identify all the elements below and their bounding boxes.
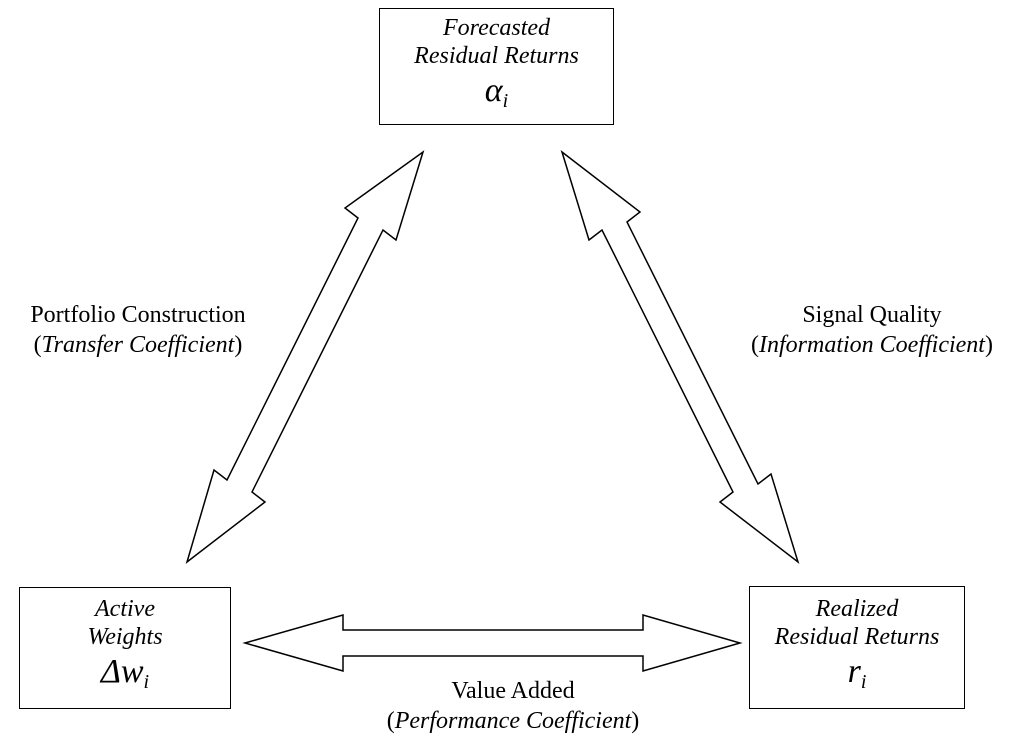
- delta-glyph: Δ: [100, 653, 121, 690]
- open-paren: (: [751, 332, 759, 358]
- value-added-arrow: [242, 614, 743, 672]
- close-paren: ): [234, 332, 243, 358]
- portfolio-construction-arrow: [185, 150, 425, 564]
- alpha-symbol: αi: [380, 72, 613, 120]
- r-glyph: r: [847, 652, 861, 690]
- information-coefficient: Information Coefficient: [759, 332, 985, 358]
- transfer-coefficient-line: (Transfer Coefficient): [0, 330, 276, 360]
- w-subscript: i: [143, 671, 150, 693]
- box-top-line2: Residual Returns: [414, 42, 579, 69]
- box-top-line1: Forecasted: [442, 14, 551, 41]
- close-paren: ): [631, 708, 640, 734]
- close-paren: ): [984, 332, 993, 358]
- box-left-line1: Active: [95, 596, 155, 622]
- box-right-line2: Residual Returns: [774, 623, 940, 650]
- information-coefficient-line: (Information Coefficient): [726, 330, 1018, 360]
- active-weights-box: Active Weights Δwi: [19, 587, 231, 709]
- value-added-title: Value Added: [451, 678, 575, 704]
- r-symbol: ri: [750, 653, 964, 701]
- box-right-line1: Realized: [815, 595, 899, 622]
- transfer-coefficient: Transfer Coefficient: [41, 332, 235, 358]
- performance-coefficient: Performance Coefficient: [394, 708, 632, 734]
- alpha-subscript: i: [502, 89, 509, 112]
- realized-residual-returns-box: Realized Residual Returns ri: [749, 586, 965, 709]
- delta-w-symbol: Δwi: [20, 653, 230, 701]
- forecasted-residual-returns-box: Forecasted Residual Returns αi: [379, 8, 614, 125]
- open-paren: (: [386, 708, 395, 734]
- signal-quality-arrow: [560, 149, 800, 565]
- portfolio-construction-label: Portfolio Construction (Transfer Coeffic…: [0, 300, 276, 360]
- portfolio-construction-title: Portfolio Construction: [30, 302, 246, 328]
- w-glyph: w: [120, 653, 144, 690]
- signal-quality-label: Signal Quality (Information Coefficient): [726, 300, 1018, 360]
- signal-quality-title: Signal Quality: [802, 302, 942, 328]
- alpha-glyph: α: [484, 71, 503, 109]
- r-subscript: i: [860, 670, 867, 693]
- open-paren: (: [33, 332, 42, 358]
- value-added-label: Value Added (Performance Coefficient): [300, 676, 726, 736]
- performance-coefficient-line: (Performance Coefficient): [300, 706, 726, 736]
- box-left-line2: Weights: [87, 624, 163, 650]
